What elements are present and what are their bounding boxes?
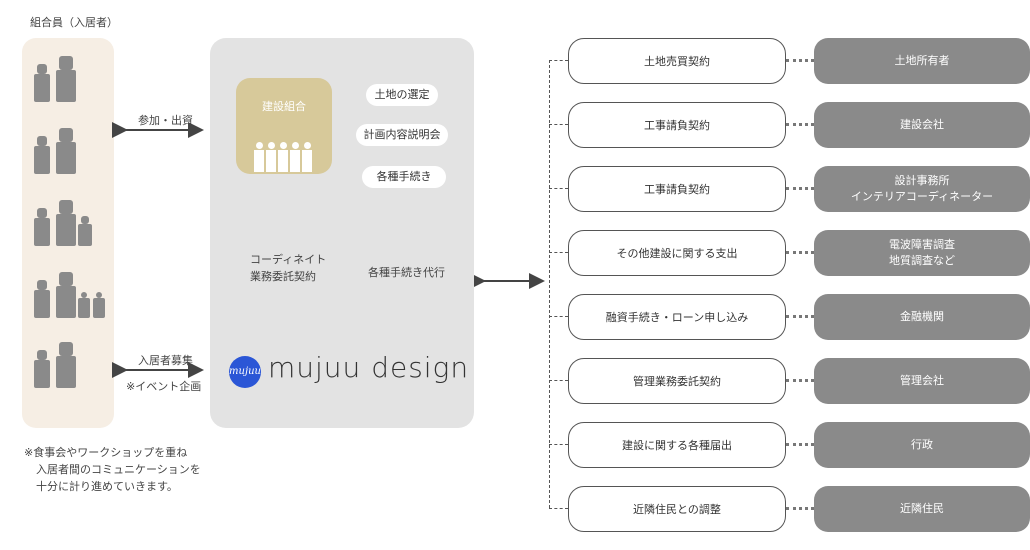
contract-box: 工事請負契約 <box>568 102 786 148</box>
person-body <box>34 290 50 318</box>
procedure-agent-label: 各種手続き代行 <box>366 263 447 281</box>
bracket-tick <box>549 444 568 445</box>
footnote-line-1: ※食事会やワークショップを重ね <box>24 446 188 459</box>
person-icon <box>37 208 47 218</box>
dotted-connector <box>786 59 814 62</box>
contract-label: 工事請負契約 <box>644 119 710 132</box>
person-body <box>78 298 90 318</box>
bracket-tick <box>549 316 568 317</box>
person-icon <box>59 128 73 142</box>
counterparty-label: 土地所有者 <box>894 54 950 67</box>
person-body <box>56 70 76 102</box>
mujuu-logo-icon: mujuu <box>229 356 261 388</box>
recruitment-label: 入居者募集 <box>138 354 193 367</box>
contract-box: 近隣住民との調整 <box>568 486 786 532</box>
dotted-connector <box>786 251 814 254</box>
counterparty-box: 近隣住民 <box>814 486 1030 532</box>
person-icon <box>37 350 47 360</box>
contract-label: 工事請負契約 <box>644 183 710 196</box>
contract-label: 融資手続き・ローン申し込み <box>605 311 749 324</box>
contract-label: 建設に関する各種届出 <box>622 439 732 452</box>
counterparty-box: 金融機関 <box>814 294 1030 340</box>
contract-label: 土地売買契約 <box>644 55 710 68</box>
bracket-tick <box>549 188 568 189</box>
contract-box: 融資手続き・ローン申し込み <box>568 294 786 340</box>
counterparty-box: 電波障害調査地質調査など <box>814 230 1030 276</box>
person-icon <box>81 216 89 224</box>
bracket-tick <box>549 124 568 125</box>
person-body <box>78 224 92 246</box>
counterparty-box: 設計事務所インテリアコーディネーター <box>814 166 1030 212</box>
dotted-connector <box>786 315 814 318</box>
person-icon <box>81 292 87 298</box>
footnote-line-3: 十分に計り進めていきます。 <box>36 480 178 493</box>
bracket-tick <box>549 60 568 61</box>
participation-label: 参加・出資 <box>138 114 193 127</box>
person-body <box>56 142 76 174</box>
task-plan-briefing: 計画内容説明会 <box>356 124 448 146</box>
contracts-bracket <box>549 60 550 508</box>
counterparty-box: 土地所有者 <box>814 38 1030 84</box>
person-icon <box>96 292 102 298</box>
contract-box: 土地売買契約 <box>568 38 786 84</box>
counterparty-box: 管理会社 <box>814 358 1030 404</box>
coordinate-label: コーディネイト <box>250 253 327 266</box>
dotted-connector <box>786 187 814 190</box>
person-icon <box>59 56 73 70</box>
contract-box: 工事請負契約 <box>568 166 786 212</box>
person-body <box>34 218 50 246</box>
person-body <box>34 146 50 174</box>
mujuu-design-logotype: mujuu design <box>268 351 470 384</box>
person-body <box>93 298 105 318</box>
person-icon <box>37 136 47 146</box>
bracket-tick <box>549 380 568 381</box>
contract-label: 近隣住民との調整 <box>633 503 721 516</box>
person-icon <box>37 64 47 74</box>
contract-box: 管理業務委託契約 <box>568 358 786 404</box>
counterparty-label: インテリアコーディネーター <box>850 190 994 203</box>
dotted-connector <box>786 123 814 126</box>
contract-box: 建設に関する各種届出 <box>568 422 786 468</box>
counterparty-label: 金融機関 <box>900 310 944 323</box>
person-body <box>56 214 76 246</box>
counterparty-label: 電波障害調査 <box>889 238 955 251</box>
counterparty-label: 建設会社 <box>900 118 944 131</box>
counterparty-box: 行政 <box>814 422 1030 468</box>
construction-union-box: 建設組合 <box>236 78 332 174</box>
person-icon <box>59 342 73 356</box>
construction-union-title: 建設組合 <box>262 100 306 113</box>
counterparty-label: 行政 <box>911 438 933 451</box>
counterparty-label: 近隣住民 <box>900 502 944 515</box>
person-icon <box>37 280 47 290</box>
counterparty-box: 建設会社 <box>814 102 1030 148</box>
task-land-selection: 土地の選定 <box>366 84 438 106</box>
footnote-line-2: 入居者間のコミュニケーションを <box>36 463 201 476</box>
dotted-connector <box>786 379 814 382</box>
person-body <box>34 360 50 388</box>
counterparty-label: 地質調査など <box>889 254 955 267</box>
person-body <box>56 356 76 388</box>
event-planning-label: ※イベント企画 <box>126 380 202 393</box>
person-icon <box>59 272 73 286</box>
dotted-connector <box>786 443 814 446</box>
contract-label: 管理業務委託契約 <box>633 375 721 388</box>
person-body <box>34 74 50 102</box>
person-body <box>56 286 76 318</box>
contract-box: その他建設に関する支出 <box>568 230 786 276</box>
bracket-tick <box>549 252 568 253</box>
task-procedures: 各種手続き <box>362 166 446 188</box>
outsourcing-contract-label: 業務委託契約 <box>250 270 316 283</box>
counterparty-label: 管理会社 <box>900 374 944 387</box>
person-icon <box>59 200 73 214</box>
contract-label: その他建設に関する支出 <box>616 247 738 260</box>
dotted-connector <box>786 507 814 510</box>
members-title: 組合員（入居者） <box>30 16 118 29</box>
bracket-tick <box>549 508 568 509</box>
counterparty-label: 設計事務所 <box>894 174 950 187</box>
